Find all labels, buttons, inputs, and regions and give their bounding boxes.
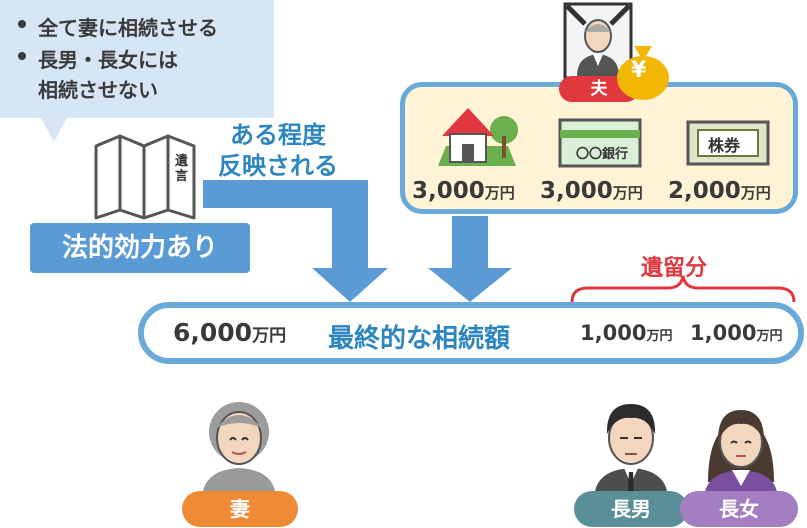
asset-amount-house: 3,000万円 <box>412 178 515 204</box>
husband-memorial-portrait <box>563 2 633 80</box>
wife-final-amount: 6,000万円 <box>173 318 287 347</box>
stock-certificate-icon <box>686 120 770 166</box>
will-document-icon <box>94 134 196 220</box>
arrow-note-line-2: 反映される <box>218 152 338 180</box>
asset-amount-stock: 2,000万円 <box>668 178 771 204</box>
wife-label: 妻 <box>182 491 298 527</box>
money-bag-icon <box>617 46 669 100</box>
final-title: 最終的な相続額 <box>328 324 511 354</box>
bubble-line-1: 全て妻に相続させる <box>18 12 218 41</box>
son-final-amount: 1,000万円 <box>580 321 673 345</box>
bubble-line-3: 相続させない <box>38 78 158 102</box>
eldest-son-avatar <box>594 404 668 500</box>
final-inheritance-bar <box>138 302 804 364</box>
eldest-son-label: 長男 <box>574 491 688 527</box>
stock-text: 株券 <box>708 136 741 155</box>
house-icon <box>438 108 518 166</box>
bubble-tail <box>40 116 68 142</box>
will-paper-text: 遺言 <box>175 154 189 184</box>
yen-symbol: ¥ <box>631 58 647 83</box>
will-speech-bubble: 全て妻に相続させる 長男・長女には 相続させない <box>0 0 274 118</box>
bankbook-icon <box>558 118 642 168</box>
bubble-line-2: 長男・長女には <box>18 44 178 73</box>
daughter-final-amount: 1,000万円 <box>690 321 783 345</box>
arrow-note-line-1: ある程度 <box>230 121 326 149</box>
bank-name-text: 〇〇銀行 <box>576 147 629 162</box>
wife-avatar <box>202 402 276 500</box>
eldest-daughter-label: 長女 <box>680 491 798 527</box>
reserved-portion-label: 遺留分 <box>641 256 708 281</box>
legal-effect-label: 法的効力あり <box>30 223 250 273</box>
asset-amount-bank: 3,000万円 <box>540 178 643 204</box>
reserved-portion-bracket <box>570 275 796 303</box>
eldest-daughter-avatar <box>704 410 778 500</box>
